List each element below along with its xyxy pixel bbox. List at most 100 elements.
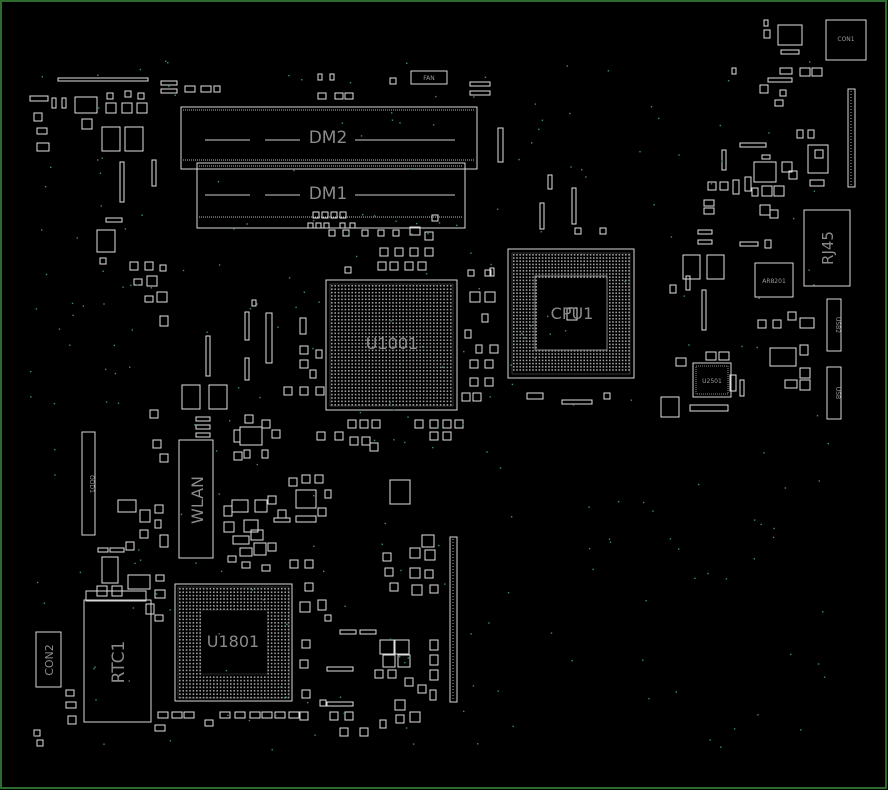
bga-pad <box>348 380 350 382</box>
bga-pad <box>189 656 191 658</box>
bga-pad <box>621 359 624 362</box>
bga-pad <box>257 591 259 593</box>
bga-pad <box>589 257 592 259</box>
component <box>489 344 499 354</box>
component <box>660 396 680 418</box>
bga-pad <box>189 611 191 614</box>
component <box>392 229 400 237</box>
bga-pad <box>196 673 198 675</box>
bga-pad <box>525 295 528 298</box>
bga-pad <box>274 601 276 604</box>
component <box>326 701 354 707</box>
bga-pad <box>206 608 208 610</box>
bga-pad <box>230 696 232 699</box>
component <box>304 559 314 569</box>
bga-pad <box>541 270 544 272</box>
bga-pad <box>525 292 528 294</box>
bga-pad <box>513 359 515 362</box>
bga-pad <box>284 588 286 590</box>
component <box>96 585 108 597</box>
bga-pad <box>287 690 290 692</box>
bga-pad <box>583 263 585 266</box>
bga-pad <box>570 270 573 272</box>
dimm-socket-dm1: DM1 <box>196 162 466 229</box>
bga-pad <box>388 397 391 399</box>
bga-pad <box>189 598 191 600</box>
bga-pad <box>182 598 184 600</box>
bga-pad <box>284 676 286 678</box>
bga-pad <box>199 690 201 692</box>
bga-pad <box>260 598 263 600</box>
bga-pad <box>388 325 391 328</box>
bga-pad <box>443 376 445 379</box>
via <box>564 330 567 332</box>
component <box>359 419 369 429</box>
component <box>301 639 311 649</box>
bga-pad <box>436 298 438 301</box>
via <box>427 232 429 235</box>
bga-pad <box>426 291 428 294</box>
bga-pad <box>419 380 421 382</box>
bga-pad <box>371 305 374 307</box>
bga-pad <box>516 270 518 272</box>
bga-pad <box>532 289 534 291</box>
bga-pad <box>577 276 579 278</box>
bga-pad <box>561 263 563 266</box>
component <box>761 154 771 160</box>
bga-pad <box>599 273 601 275</box>
bga-pad <box>375 302 377 304</box>
bga-pad <box>281 673 283 675</box>
bga-pad <box>375 288 377 290</box>
bga-pad <box>267 690 269 692</box>
component <box>409 226 421 236</box>
bga-pad <box>409 349 411 352</box>
bga-pad <box>213 683 215 685</box>
bga-pad <box>522 330 525 333</box>
bga-pad <box>270 679 273 682</box>
bga-pad <box>264 591 266 593</box>
bga-pad <box>189 632 191 634</box>
bga-pad <box>281 622 283 624</box>
bga-pad <box>618 260 621 262</box>
bga-pad <box>199 656 201 658</box>
bga-pad <box>612 340 614 342</box>
bga-pad <box>412 359 415 362</box>
bga-pad <box>541 356 544 358</box>
bga-pad <box>570 356 573 358</box>
bga-pad <box>281 659 283 661</box>
bga-pad <box>388 336 391 338</box>
bga-pad <box>426 346 428 348</box>
component <box>361 436 371 446</box>
via <box>784 487 786 489</box>
bga-pad <box>189 669 191 672</box>
bga-pad <box>525 257 528 259</box>
bga-pad <box>284 656 286 658</box>
bga-pad <box>535 270 537 272</box>
bga-pad <box>199 635 201 638</box>
component <box>571 187 577 225</box>
bga-pad <box>209 608 212 610</box>
bga-pad <box>247 696 249 699</box>
bga-pad <box>219 601 222 604</box>
via <box>225 670 228 672</box>
bga-pad <box>223 690 225 692</box>
via <box>497 690 499 692</box>
bga-pad <box>192 598 195 600</box>
bga-pad <box>426 404 428 406</box>
bga-pad <box>240 690 242 692</box>
via <box>588 548 591 550</box>
bga-pad <box>599 257 601 259</box>
bga-pad <box>230 601 232 604</box>
bga-pad <box>593 356 595 358</box>
bga-pad <box>274 662 276 665</box>
bga-pad <box>583 266 585 269</box>
via <box>733 728 736 730</box>
bga-pad <box>609 314 611 317</box>
bga-pad <box>545 366 547 368</box>
component <box>67 715 77 725</box>
bga-pad <box>385 370 387 372</box>
bga-pad <box>535 311 537 314</box>
bga-pad <box>179 598 181 600</box>
bga-pad <box>541 362 544 365</box>
bga-pad <box>409 400 411 403</box>
